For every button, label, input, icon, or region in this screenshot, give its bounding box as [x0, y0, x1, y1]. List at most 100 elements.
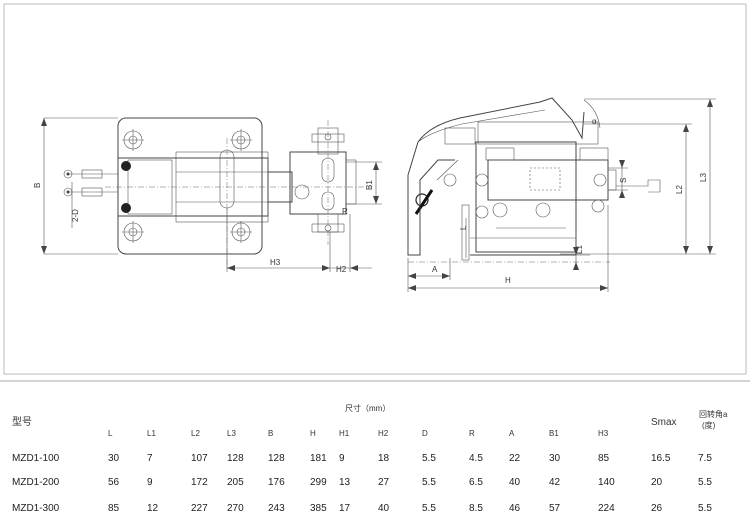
cell-h: 181 [310, 453, 327, 464]
dims-header: 尺寸（mm） [345, 403, 390, 413]
cell-d: 5.5 [422, 453, 436, 464]
cell-l3: 128 [227, 453, 244, 464]
cell-r: 6.5 [469, 477, 483, 488]
dim-L: L [459, 218, 468, 258]
model-header: 型号 [12, 415, 32, 428]
coil-housing [487, 159, 609, 201]
label-L2: L2 [675, 185, 684, 194]
angle-header-line1: 回转角a [699, 409, 728, 419]
label-R: R [342, 207, 348, 216]
cell-h3: 224 [598, 503, 615, 514]
pivot-handle [414, 189, 434, 230]
dim-H3: H3 [226, 208, 330, 272]
column-header-a: A [509, 429, 515, 438]
cell-model: MZD1-200 [12, 477, 60, 488]
cell-h2: 40 [378, 503, 390, 514]
column-header-h3: H3 [598, 429, 609, 438]
side-view: A H L L1 S [407, 97, 716, 292]
label-B1: B1 [365, 180, 374, 190]
dim-B1: B1 [346, 161, 382, 205]
cell-l2: 172 [191, 477, 208, 488]
frame-body [475, 141, 577, 253]
bolt-hole-br [230, 221, 252, 243]
cell-r: 4.5 [469, 453, 483, 464]
column-header-l1: L1 [147, 429, 156, 438]
label-H3: H3 [270, 258, 281, 267]
label-S: S [619, 178, 628, 183]
cell-l2: 227 [191, 503, 208, 514]
cell-a: 40 [509, 477, 521, 488]
cell-d: 5.5 [422, 503, 436, 514]
cell-h3: 85 [598, 453, 610, 464]
column-header-b1: B1 [549, 429, 559, 438]
column-header-r: R [469, 429, 475, 438]
label-2-D: 2-D [71, 209, 80, 222]
label-H2: H2 [336, 265, 347, 274]
dim-H: H [408, 205, 609, 292]
technical-drawing: B 2-D H3 H2 B1 R [3, 3, 747, 375]
cell-angle: 5.5 [698, 477, 712, 488]
dim-B: B [33, 117, 118, 255]
label-L1: L1 [575, 245, 584, 254]
cell-h2: 18 [378, 453, 390, 464]
column-header-l2: L2 [191, 429, 200, 438]
cell-h3: 140 [598, 477, 615, 488]
dim-L1: L1 [560, 232, 590, 270]
label-H: H [505, 276, 511, 285]
cell-l: 56 [108, 477, 120, 488]
dim-L2: L2 [560, 123, 692, 255]
cell-l: 30 [108, 453, 120, 464]
terminal-dot-bottom [121, 203, 131, 213]
cell-smax: 16.5 [651, 453, 671, 464]
column-header-b: B [268, 429, 273, 438]
cell-l1: 7 [147, 453, 153, 464]
dim-H2: H2 [329, 214, 372, 274]
column-header-d: D [422, 429, 428, 438]
cell-r: 8.5 [469, 503, 483, 514]
dim-L3: L3 [584, 98, 716, 255]
cell-b1: 30 [549, 453, 561, 464]
smax-header: Smax [651, 417, 677, 428]
cell-a: 46 [509, 503, 521, 514]
cell-angle: 7.5 [698, 453, 712, 464]
cell-l: 85 [108, 503, 120, 514]
cell-b: 176 [268, 477, 285, 488]
bolt-hole-tl [122, 129, 144, 151]
base-plate [117, 117, 263, 255]
cell-h2: 27 [378, 477, 390, 488]
clevis-arm [289, 120, 357, 245]
cell-h1: 17 [339, 503, 351, 514]
cell-h: 299 [310, 477, 327, 488]
column-header-l3: L3 [227, 429, 236, 438]
column-header-h1: H1 [339, 429, 350, 438]
drawing-frame [3, 3, 747, 375]
cell-d: 5.5 [422, 477, 436, 488]
name-plate [444, 127, 476, 145]
wire-leads [63, 169, 118, 197]
plunger-tip [616, 179, 661, 193]
column-header-h: H [310, 429, 316, 438]
cell-smax: 26 [651, 503, 663, 514]
cell-b: 128 [268, 453, 285, 464]
column-header-h2: H2 [378, 429, 389, 438]
cell-h1: 9 [339, 453, 345, 464]
cell-l3: 270 [227, 503, 244, 514]
cell-l1: 12 [147, 503, 159, 514]
cell-b1: 57 [549, 503, 561, 514]
dim-A: A [407, 258, 451, 292]
cell-b1: 42 [549, 477, 561, 488]
cell-h: 385 [310, 503, 327, 514]
cell-h1: 13 [339, 477, 351, 488]
cell-model: MZD1-100 [12, 453, 60, 464]
dim-S: S [608, 160, 628, 198]
cell-smax: 20 [651, 477, 663, 488]
cell-a: 22 [509, 453, 521, 464]
angle-alpha: α [583, 99, 601, 129]
cell-angle: 5.5 [698, 503, 712, 514]
label-L: L [459, 225, 468, 230]
terminal-dot-top [121, 161, 131, 171]
